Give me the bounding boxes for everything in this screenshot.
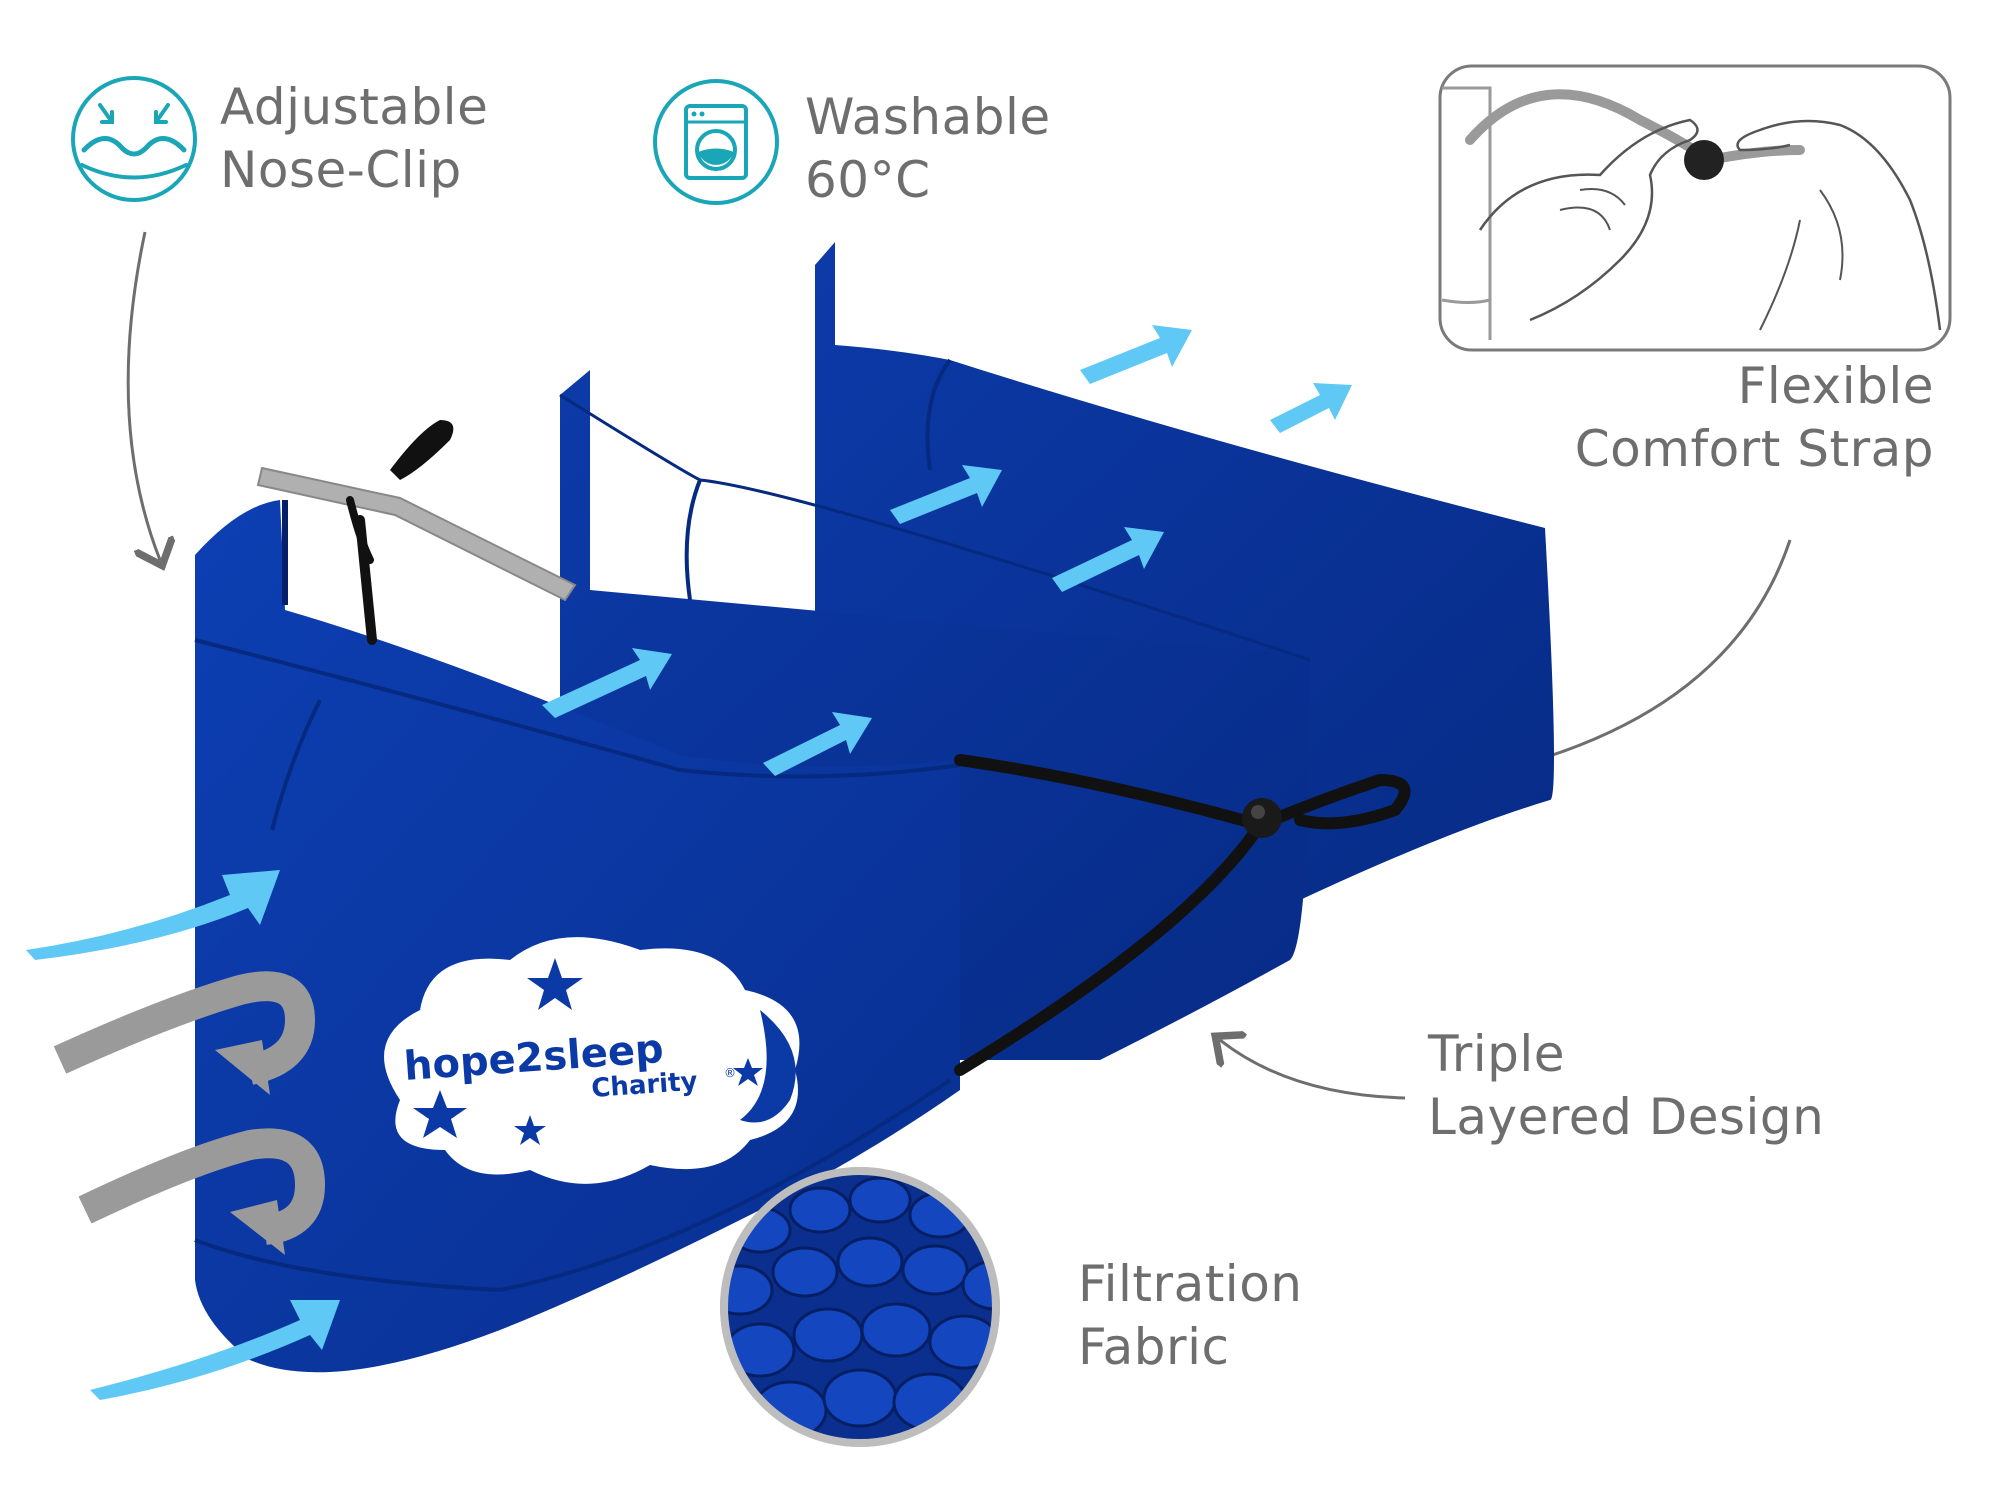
nose-clip-icon [71, 76, 197, 202]
filtration-label-line2: Fabric [1078, 1318, 1230, 1376]
nose-clip-label-line2: Nose-Clip [220, 141, 462, 199]
airflow-arrows [26, 325, 1352, 1400]
strap-label-line2: Comfort Strap [1574, 420, 1934, 478]
logo-sub: Charity [590, 1067, 698, 1104]
triple-layer-label-line1: Triple [1428, 1025, 1566, 1083]
filtration-label: Filtration Fabric [1078, 1253, 1302, 1379]
strap-adjust-illustration [1438, 64, 1952, 352]
logo-reg: ® [724, 1066, 736, 1080]
filtration-label-line1: Filtration [1078, 1255, 1303, 1313]
washable-label: Washable 60°C [805, 86, 1051, 212]
nose-clip-label: Adjustable Nose-Clip [220, 76, 488, 202]
fabric-closeup [720, 1167, 1000, 1447]
ear-strap [954, 754, 1411, 1076]
triple-layer-pointer [1220, 1040, 1406, 1100]
nose-clip [256, 420, 577, 645]
washable-label-line1: Washable [805, 88, 1051, 146]
mask-layer-front [194, 500, 961, 1373]
strap-label-line1: Flexible [1737, 357, 1934, 415]
washable-label-line2: 60°C [805, 151, 931, 209]
exhale-arrows [53, 971, 326, 1255]
washing-machine-icon [653, 79, 779, 205]
strap-label: Flexible Comfort Strap [1575, 355, 1934, 481]
nose-clip-pointer [126, 231, 160, 560]
triple-layer-label: Triple Layered Design [1428, 1023, 1824, 1149]
nose-clip-label-line1: Adjustable [220, 78, 489, 136]
hope2sleep-logo: hope2sleep Charity ® [384, 937, 800, 1184]
triple-layer-label-line2: Layered Design [1428, 1088, 1825, 1146]
